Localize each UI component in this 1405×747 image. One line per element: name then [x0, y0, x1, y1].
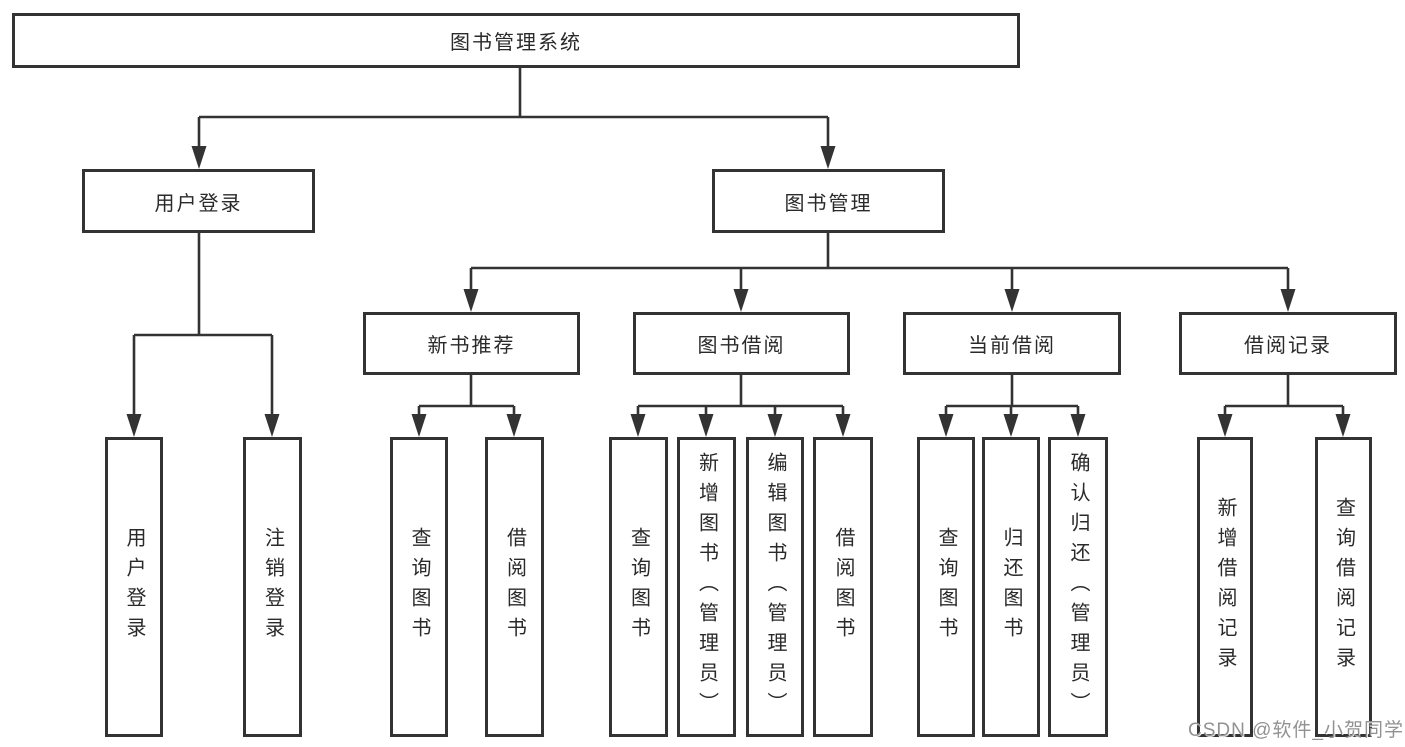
- arrow-down-icon: [767, 414, 783, 437]
- connector-root-to-level2: [197, 67, 830, 147]
- arrowheads-current-leaves: [938, 414, 1086, 437]
- node-label: 查询图书: [408, 527, 430, 647]
- arrow-down-icon: [1280, 289, 1296, 312]
- node-label: 图书管理系统: [450, 32, 582, 54]
- arrowheads-user-login-leaves: [126, 414, 280, 437]
- connector-current-to-leaves: [944, 375, 1080, 416]
- arrow-down-icon: [506, 414, 522, 437]
- arrow-down-icon: [264, 414, 280, 437]
- node-label: 编辑图书（管理员）: [764, 452, 786, 722]
- node-borrow-books-recommend: 借阅图书: [485, 437, 544, 737]
- node-new-book-recommend: 新书推荐: [363, 312, 580, 375]
- arrowheads-level3: [463, 289, 1296, 312]
- node-add-books-admin: 新增图书（管理员）: [677, 437, 736, 737]
- arrow-down-icon: [1004, 289, 1020, 312]
- arrow-down-icon: [820, 146, 836, 169]
- node-label: 借阅图书: [503, 527, 526, 647]
- node-label: 新增借阅记录: [1214, 497, 1236, 677]
- node-confirm-return-admin: 确认归还（管理员）: [1048, 437, 1108, 737]
- arrow-down-icon: [1070, 414, 1086, 437]
- connector-recommend-to-leaves: [417, 375, 516, 416]
- node-user-login: 用户登录: [82, 169, 315, 233]
- connector-book-mgmt-to-level3: [469, 233, 1290, 290]
- node-return-books: 归还图书: [982, 437, 1040, 737]
- arrow-down-icon: [126, 414, 142, 437]
- arrow-down-icon: [191, 146, 207, 169]
- arrowheads-level2: [191, 146, 836, 169]
- arrow-down-icon: [698, 414, 714, 437]
- arrow-down-icon: [733, 289, 749, 312]
- node-label: 确认归还（管理员）: [1067, 452, 1089, 722]
- node-label: 查询图书: [627, 527, 650, 647]
- node-system-root: 图书管理系统: [12, 13, 1020, 68]
- node-borrow-records: 借阅记录: [1179, 312, 1397, 375]
- node-book-borrowing: 图书借阅: [633, 312, 850, 375]
- node-label: 图书借阅: [697, 335, 786, 357]
- arrow-down-icon: [835, 414, 851, 437]
- node-query-books-borrow: 查询图书: [609, 437, 668, 737]
- node-edit-books-admin: 编辑图书（管理员）: [746, 437, 804, 737]
- node-label: 用户登录: [154, 192, 243, 215]
- arrow-down-icon: [1335, 414, 1351, 437]
- arrow-down-icon: [1217, 414, 1233, 437]
- node-label: 新书推荐: [427, 335, 516, 357]
- node-label: 当前借阅: [968, 335, 1056, 357]
- node-query-borrow-record: 查询借阅记录: [1315, 437, 1372, 737]
- node-logout-leaf: 注销登录: [243, 437, 302, 737]
- node-current-borrowing: 当前借阅: [903, 312, 1121, 375]
- arrowheads-recommend-leaves: [411, 414, 522, 437]
- arrow-down-icon: [938, 414, 954, 437]
- arrow-down-icon: [630, 414, 646, 437]
- node-label: 查询借阅记录: [1332, 497, 1355, 677]
- node-label: 新增图书（管理员）: [695, 452, 718, 722]
- arrowheads-borrow-leaves: [630, 414, 851, 437]
- node-book-management: 图书管理: [712, 169, 945, 233]
- arrowheads-records-leaves: [1217, 414, 1351, 437]
- node-query-books-recommend: 查询图书: [390, 437, 448, 737]
- node-user-login-leaf: 用户登录: [105, 437, 163, 737]
- node-query-books-current: 查询图书: [917, 437, 975, 737]
- node-label: 用户登录: [123, 527, 145, 647]
- node-label: 图书管理: [784, 192, 873, 215]
- watermark: CSDN @软件_小贺同学: [1188, 720, 1404, 741]
- connector-user-login-to-leaves: [132, 233, 274, 415]
- node-add-borrow-record: 新增借阅记录: [1197, 437, 1253, 737]
- connector-borrow-to-leaves: [636, 375, 845, 416]
- arrow-down-icon: [411, 414, 427, 437]
- node-label: 归还图书: [1000, 527, 1022, 647]
- node-label: 借阅记录: [1244, 335, 1332, 357]
- node-label: 借阅图书: [832, 527, 854, 647]
- node-label: 注销登录: [261, 527, 284, 647]
- node-borrow-books: 借阅图书: [813, 437, 873, 737]
- node-label: 查询图书: [935, 527, 957, 647]
- arrow-down-icon: [1003, 414, 1019, 437]
- connector-records-to-leaves: [1223, 375, 1345, 416]
- arrow-down-icon: [463, 289, 479, 312]
